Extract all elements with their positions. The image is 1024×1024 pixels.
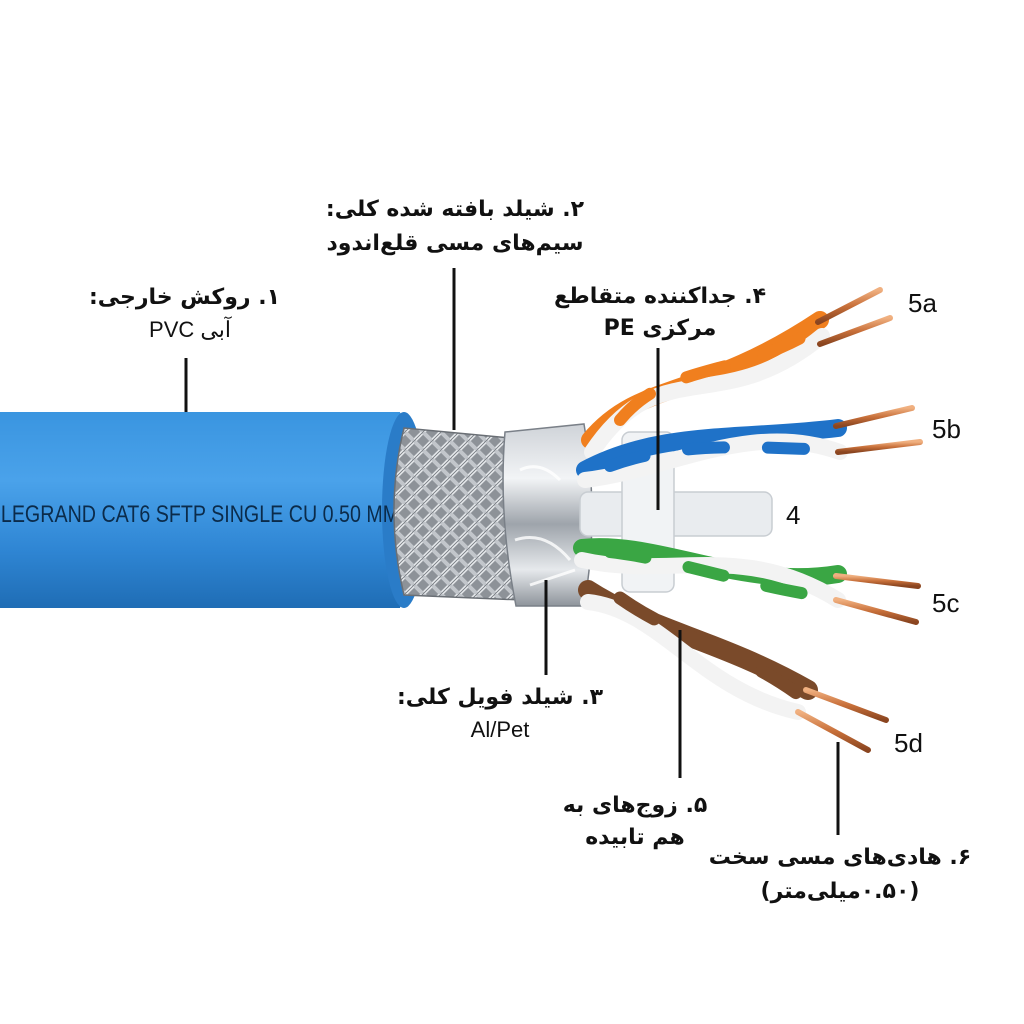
label-separator-line2: مرکزی PE — [603, 316, 717, 341]
label-jacket-detail: PVC آبی — [149, 317, 231, 342]
label-braid-line2: سیم‌های مسی قلع‌اندود — [326, 231, 584, 256]
tag-5d: 5d — [894, 728, 923, 758]
label-separator-line1: ۴. جداکننده متقاطع — [553, 284, 767, 309]
braided-shield — [393, 427, 523, 601]
outer-jacket: LEGRAND CAT6 SFTP SINGLE CU 0.50 MM — [0, 412, 426, 608]
pair-blue — [576, 405, 923, 488]
tag-4: 4 — [786, 500, 801, 530]
tag-5b: 5b — [932, 414, 961, 444]
pair-green — [573, 538, 921, 625]
label-conductors-line1: ۶. هادی‌های مسی سخت — [708, 845, 972, 870]
pair-brown — [578, 580, 889, 753]
jacket-print: LEGRAND CAT6 SFTP SINGLE CU 0.50 MM — [1, 500, 399, 527]
label-pairs-line2: هم تابیده — [585, 825, 685, 850]
tag-5a: 5a — [908, 288, 937, 318]
label-braid-line1: ۲. شیلد بافته شده کلی: — [325, 197, 585, 222]
pair-orange — [581, 287, 893, 460]
label-pairs-line1: ۵. زوج‌های به — [562, 793, 708, 818]
label-foil-detail: Al/Pet — [470, 717, 530, 742]
tag-5c: 5c — [932, 588, 960, 618]
label-foil-title: ۳. شیلد فویل کلی: — [396, 685, 603, 710]
label-jacket-title: ۱. روکش خارجی: — [88, 285, 280, 310]
label-conductors-line2: (۰.۵۰میلی‌متر) — [760, 879, 920, 904]
foil-shield — [502, 423, 593, 607]
leader-lines — [184, 268, 840, 835]
